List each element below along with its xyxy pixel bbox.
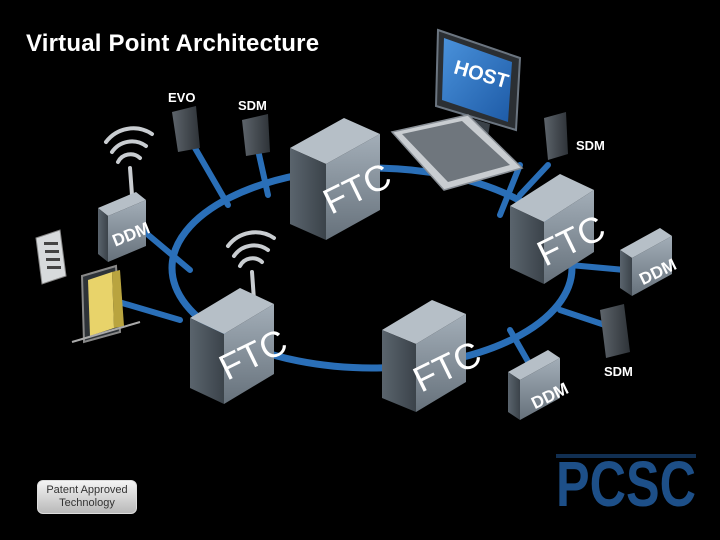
wireless-icon	[104, 126, 154, 197]
evo-reader: EVO	[168, 90, 200, 152]
wireless-icon	[226, 230, 276, 302]
ftc-panel-top: FTC	[290, 118, 397, 240]
card-reader-icon	[600, 304, 630, 358]
card-reader-icon	[544, 112, 568, 160]
patent-line-2: Technology	[59, 497, 115, 509]
sdm-label-bottom: SDM	[604, 364, 633, 379]
network-links	[109, 145, 628, 368]
pcsc-logo: PCSC	[556, 448, 696, 520]
sdm-reader-bottom: SDM	[600, 304, 633, 379]
sdm-label-top: SDM	[238, 98, 267, 113]
host-computer: HOST	[390, 28, 524, 191]
door-icon	[71, 264, 141, 344]
ddm-module-right: DDM	[620, 228, 679, 296]
card-reader-icon	[242, 114, 270, 156]
ftc-panel-left: FTC	[190, 288, 293, 404]
keypad-icon	[35, 229, 67, 285]
sdm-reader-right: SDM	[544, 112, 605, 160]
ddm-module-bottom: DDM	[508, 350, 571, 420]
keyboard-icon	[390, 114, 524, 191]
evo-label: EVO	[168, 90, 195, 105]
sdm-label-right: SDM	[576, 138, 605, 153]
card-reader-icon	[172, 106, 200, 152]
ddm-module-left: DDM	[98, 192, 153, 262]
ftc-panel-right: FTC	[510, 174, 611, 284]
patent-badge: Patent Approved Technology	[37, 480, 137, 514]
patent-line-1: Patent Approved	[46, 484, 128, 496]
slide-title: Virtual Point Architecture	[26, 30, 320, 57]
ftc-panel-center: FTC	[382, 300, 487, 412]
logo-text: PCSC	[556, 448, 696, 520]
sdm-reader-top: SDM	[238, 98, 270, 156]
